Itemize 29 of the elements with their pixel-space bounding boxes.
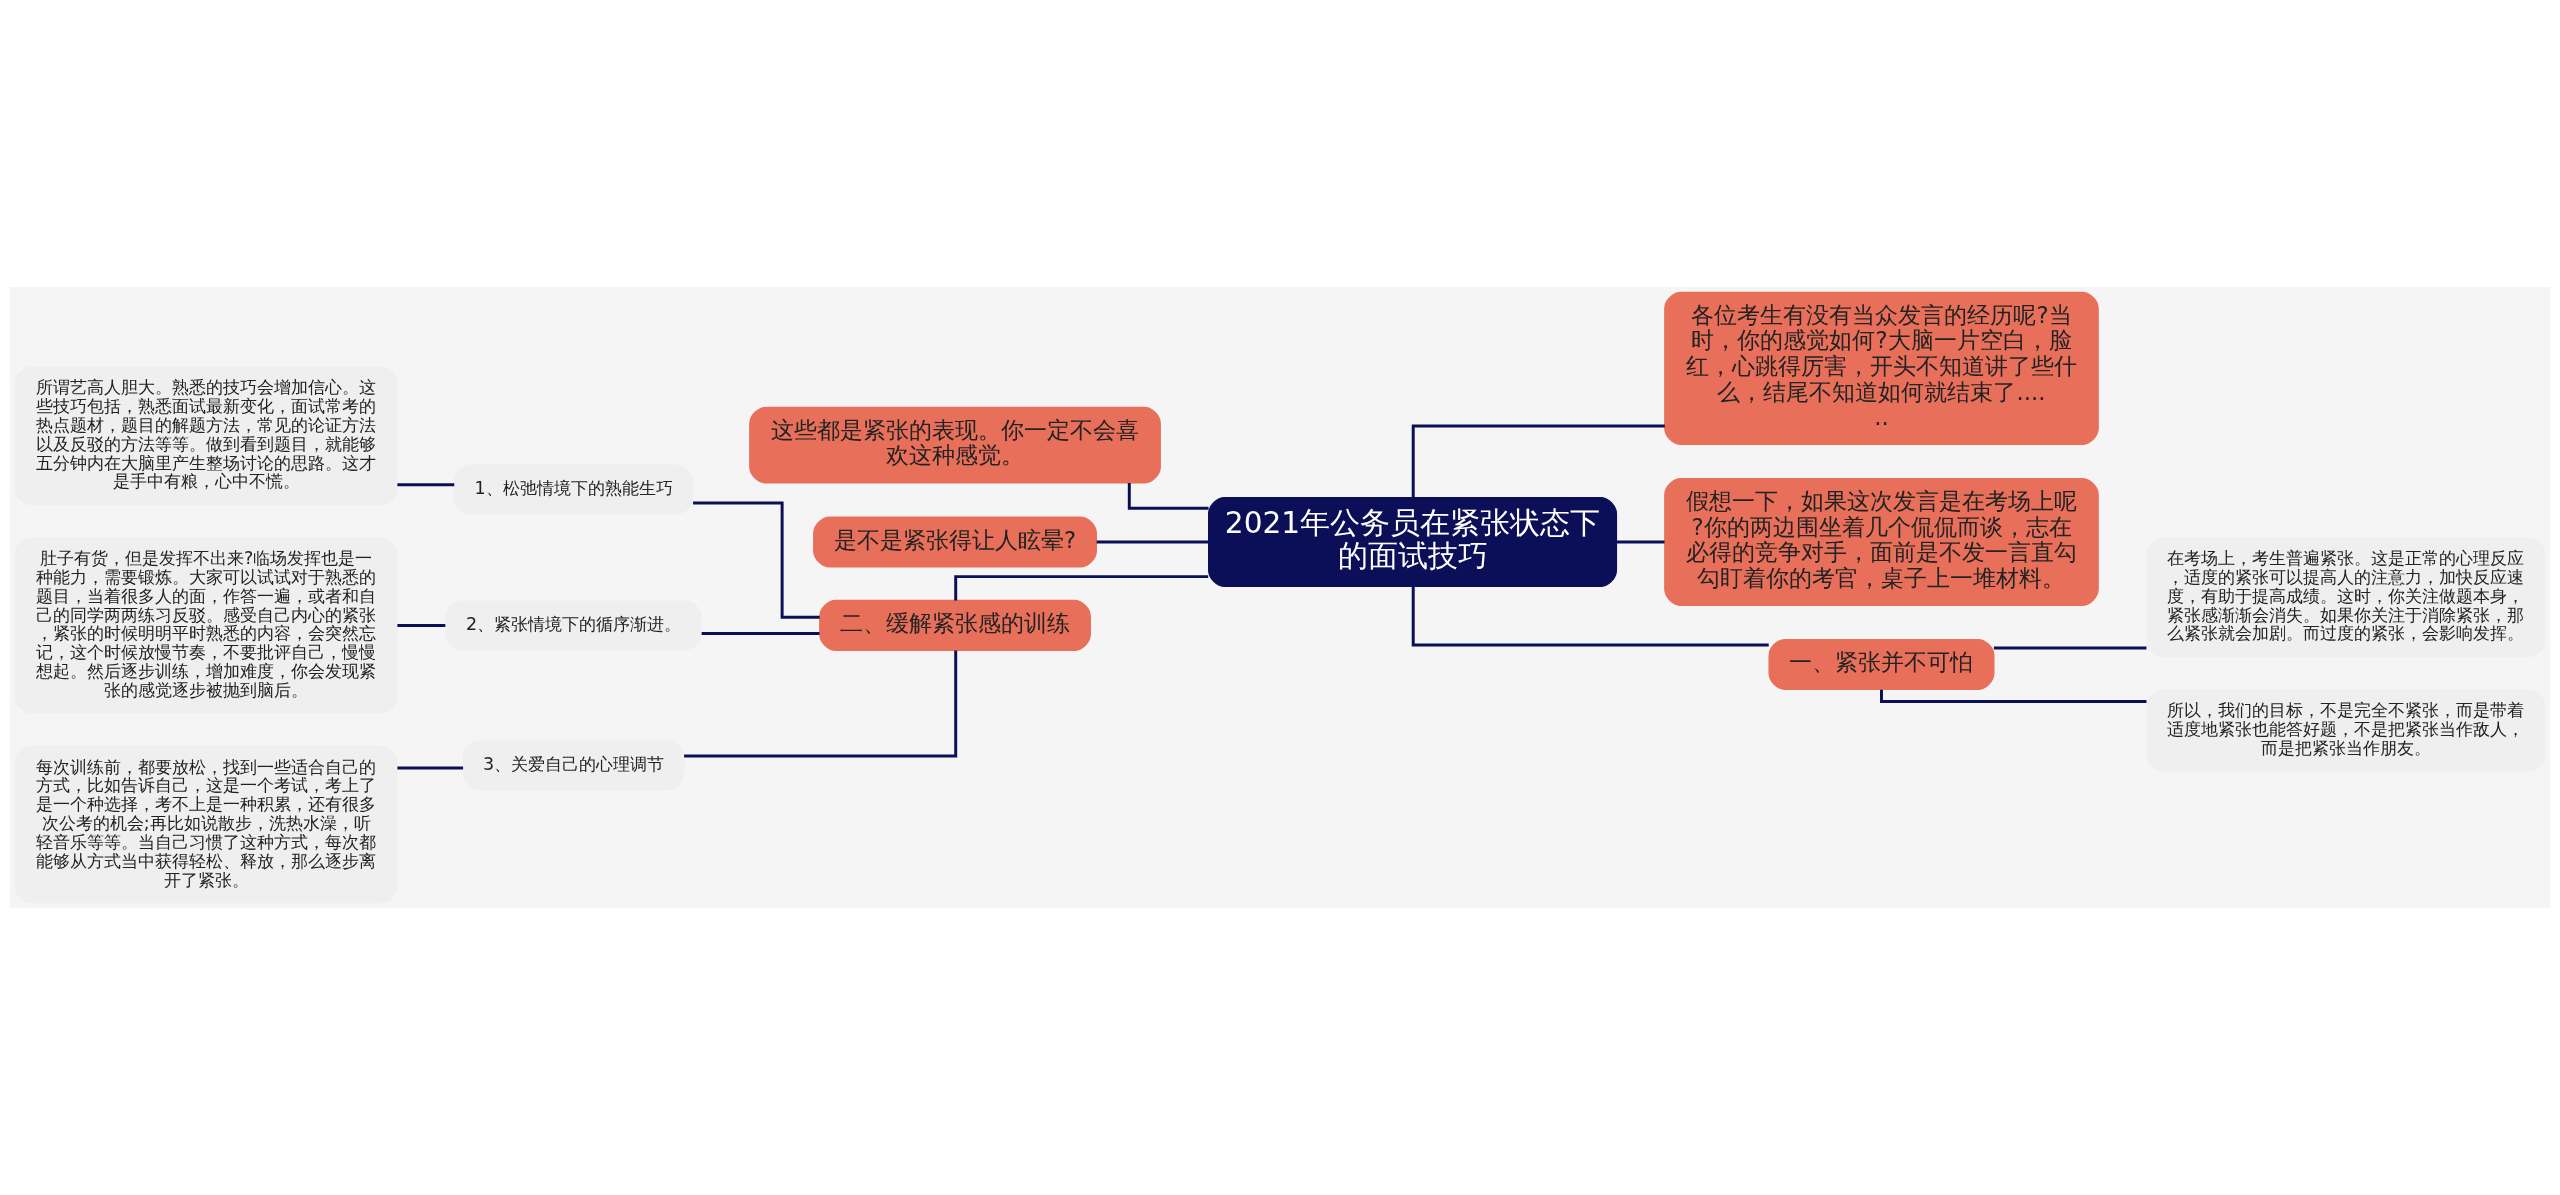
node-box: 这些都是紧张的表现。你一定不会喜欢这种感觉。: [749, 406, 1161, 484]
node-box: 是不是紧张得让人眩晕?: [813, 516, 1097, 568]
connector: [397, 623, 446, 627]
connector: [701, 632, 820, 635]
connector: [397, 483, 455, 487]
connector: [1411, 586, 1769, 647]
node-box: 假想一下，如果这次发言是在考场上呢?你的两边围坐着几个侃侃而谈，志在必得的竞争对手，面前是不发一言直勾勾盯着你的考官，桌子上一堆材料。: [1664, 478, 2099, 606]
node-box: 所谓艺高人胆大。熟悉的技巧会增加信心。这些技巧包括，熟悉面试最新变化，面试常考的热点题材，题目的解题方法，常见的论证方法以及反驳的方法等等。做到看到题目，就能够五分钟内在大脑里产生整场讨论的思路。这才是手中有粮，心中不慌。: [14, 366, 398, 505]
connector: [1127, 483, 1209, 510]
node-box: 所以，我们的目标，不是完全不紧张，而是带着适度地紧张也能答好题，不是把紧张当作敌人，而是把紧张当作朋友。: [2145, 689, 2546, 772]
connector: [693, 501, 820, 619]
node-box: 1、松弛情境下的熟能生巧: [453, 464, 694, 515]
node-box: 每次训练前，都要放松，找到一些适合自己的方式，比如告诉自己，这是一个考试，考上了是一个种选择，考不上是一种积累，还有很多次公考的机会;再比如说散步，洗热水澡，听轻音乐等等。当自己习惯了这种方式，每次都能够从方式当中获得轻松、释放，那么逐步离开了紧张。: [14, 745, 398, 904]
connector: [954, 575, 1209, 601]
connector: [1993, 646, 2147, 650]
connector: [1880, 689, 2147, 703]
connector: [1096, 540, 1209, 544]
node-box: 肚子有货，但是发挥不出来?临场发挥也是一种能力，需要锻炼。大家可以试试对于熟悉的题目，当着很多人的面，作答一遍，或者和自己的同学两两练习反驳。感受自己内心的紧张，紧张的时候明明平时熟悉的内容，会突然忘记，这个时候放慢节奏，不要批评自己，慢慢想起。然后逐步训练，增加难度，你会发现紧张的感觉逐步被抛到脑后。: [14, 537, 398, 714]
connector: [684, 650, 958, 758]
node-box: 2、紧张情境下的循序渐进。: [445, 600, 703, 651]
node-box: 二、缓解紧张感的训练: [819, 599, 1091, 651]
node-box: 各位考生有没有当众发言的经历呢?当时，你的感觉如何?大脑一片空白，脸红，心跳得厉害，开头不知道讲了些什么，结尾不知道如何就结束了......: [1664, 291, 2099, 446]
node-box: 一、紧张并不可怕: [1768, 638, 1995, 690]
connector: [1411, 424, 1665, 498]
node-box: 3、关爱自己的心理调节: [462, 740, 685, 791]
node-box: 2021年公务员在紧张状态下的面试技巧: [1208, 496, 1618, 588]
node-box: 在考场上，考生普遍紧张。这是正常的心理反应，适度的紧张可以提高人的注意力，加快反应速度，有助于提高成绩。这时，你关注做题本身，紧张感渐渐会消失。如果你关注于消除紧张，那么紧张就会加剧。而过度的紧张，会影响发挥。: [2145, 537, 2546, 658]
connector: [397, 766, 464, 770]
connector: [1616, 540, 1665, 544]
